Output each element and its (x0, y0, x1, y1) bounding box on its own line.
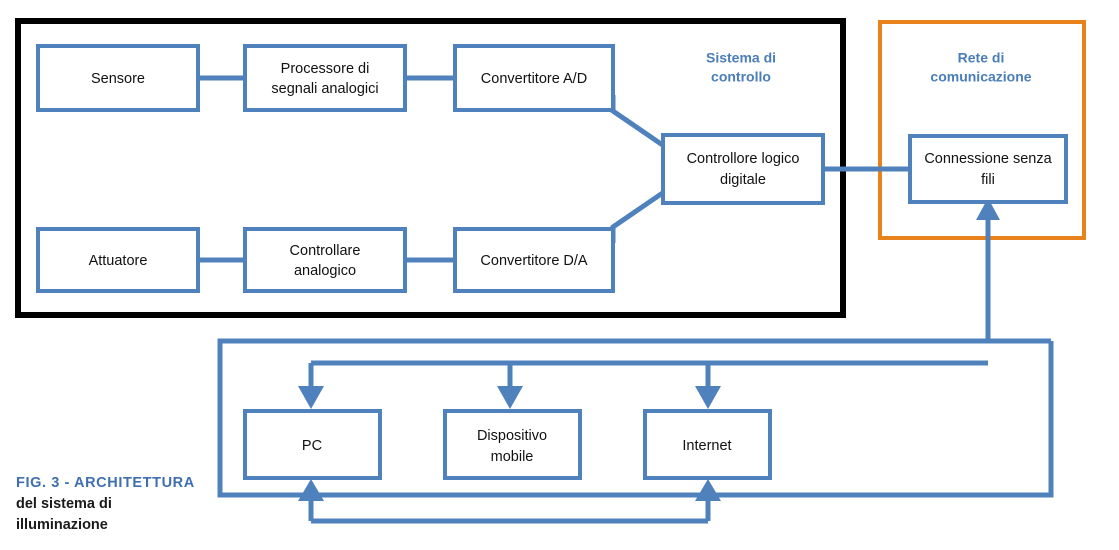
node-pc-label: PC (302, 438, 322, 454)
group-label-sistema-di-controllo: Sistema di controllo (706, 50, 776, 85)
arrowhead-to-pc (298, 386, 324, 409)
node-convertitore-da-box[interactable] (453, 227, 615, 293)
node-sensore[interactable]: Sensore (36, 44, 200, 112)
group-label-sistema-line1: Sistema di (706, 50, 776, 66)
node-processore-segnali-analogici[interactable]: Processore di segnali analogici (243, 44, 407, 112)
group-label-rete-line1: Rete di (958, 50, 1005, 66)
node-attuatore-box[interactable] (36, 227, 200, 293)
figure-caption: FIG. 3 - ARCHITETTURA del sistema di ill… (16, 475, 195, 533)
node-sensore-label: Sensore (91, 71, 145, 87)
node-pc[interactable]: PC (243, 409, 382, 480)
node-connessione-senza-fili[interactable]: Connessione senza fili (908, 134, 1068, 204)
node-controllore-label-line1: Controllore logico (687, 151, 800, 167)
node-controllore-label-line2: digitale (720, 172, 766, 188)
node-attuatore-label: Attuatore (89, 253, 148, 269)
group-label-rete-di-comunicazione: Rete di comunicazione (930, 50, 1031, 85)
node-convertitore-ad-label: Convertitore A/D (481, 71, 587, 87)
node-internet-box[interactable] (643, 409, 772, 480)
connector-convertitore-ad-controllore (610, 95, 666, 149)
node-connessione-label-line2: fili (981, 172, 995, 188)
figure-caption-title: FIG. 3 - ARCHITETTURA (16, 475, 195, 491)
node-dispositivo-mobile-label-line2: mobile (491, 449, 534, 465)
node-attuatore[interactable]: Attuatore (36, 227, 200, 293)
group-label-rete-line2: comunicazione (930, 69, 1031, 85)
node-convertitore-da-label: Convertitore D/A (480, 253, 588, 269)
node-pc-box[interactable] (243, 409, 382, 480)
node-processore-label-line2: segnali analogici (271, 81, 378, 97)
node-controllare-analogico-label-line1: Controllare (290, 243, 361, 259)
node-controllare-analogico[interactable]: Controllare analogico (243, 227, 407, 293)
node-controllare-analogico-box[interactable] (243, 227, 407, 293)
group-label-sistema-line2: controllo (711, 69, 771, 85)
node-dispositivo-mobile-label-line1: Dispositivo (477, 428, 547, 444)
node-convertitore-ad-box[interactable] (453, 44, 615, 112)
connector-convertitore-da-controllore (610, 189, 666, 243)
node-convertitore-ad[interactable]: Convertitore A/D (453, 44, 615, 112)
node-controllare-analogico-label-line2: analogico (294, 263, 356, 279)
arrowhead-to-connessione (976, 198, 1000, 220)
node-convertitore-da[interactable]: Convertitore D/A (453, 227, 615, 293)
figure-caption-line3: illuminazione (16, 517, 108, 533)
bus-outer-loop (217, 338, 1054, 498)
arrowhead-to-internet (695, 386, 721, 409)
arrowhead-from-internet (695, 479, 721, 501)
node-dispositivo-mobile[interactable]: Dispositivo mobile (443, 409, 582, 480)
arrowhead-from-pc (298, 479, 324, 501)
communication-network-frame (878, 20, 1086, 240)
figure-caption-line2: del sistema di (16, 496, 112, 512)
node-internet[interactable]: Internet (643, 409, 772, 480)
node-controllore-box[interactable] (661, 133, 825, 205)
node-connessione-box[interactable] (908, 134, 1068, 204)
node-dispositivo-mobile-box[interactable] (443, 409, 582, 480)
arrowhead-to-dispositivo-mobile (497, 386, 523, 409)
node-connessione-label-line1: Connessione senza (924, 151, 1052, 167)
node-sensore-box[interactable] (36, 44, 200, 112)
node-processore-box[interactable] (243, 44, 407, 112)
node-processore-label-line1: Processore di (281, 61, 370, 77)
node-controllore-logico-digitale[interactable]: Controllore logico digitale (661, 133, 825, 205)
node-internet-label: Internet (682, 438, 731, 454)
